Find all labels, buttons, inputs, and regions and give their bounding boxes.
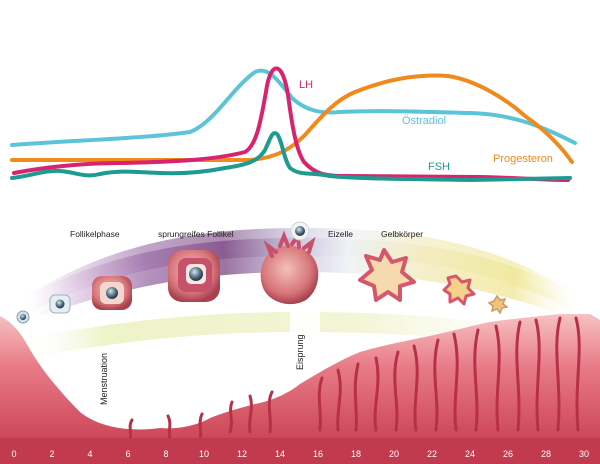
day-tick-label: 4 [87, 449, 92, 459]
follicle-1 [16, 310, 30, 324]
day-tick-label: 28 [541, 449, 551, 459]
menstruation-label: Menstruation [99, 353, 109, 405]
day-tick-label: 22 [427, 449, 437, 459]
day-tick-label: 6 [125, 449, 130, 459]
ovary-band-upper [20, 228, 585, 302]
progesteron-label: Progesteron [493, 153, 553, 165]
purple-band-fill [25, 250, 580, 322]
oestradiol-label: Östradiol [402, 115, 446, 127]
day-tick-label: 20 [389, 449, 399, 459]
day-tick-label: 30 [579, 449, 589, 459]
follicle-3 [92, 276, 132, 310]
day-tick-label: 10 [199, 449, 209, 459]
follicle-sequence [16, 221, 509, 324]
day-tick-label: 12 [237, 449, 247, 459]
fsh-label: FSH [428, 161, 450, 173]
lower-band [20, 312, 585, 360]
gelbkoerper-medium [442, 274, 476, 306]
follikelphase-label: Follikelphase [70, 229, 120, 239]
follicle-2 [49, 294, 71, 314]
progesteron-curve [10, 73, 574, 164]
day-tick-label: 16 [313, 449, 323, 459]
day-tick-label: 18 [351, 449, 361, 459]
gelbkoerper-small [487, 294, 509, 315]
day-tick-label: 2 [49, 449, 54, 459]
fsh-curve [10, 131, 572, 183]
follicle-4 [168, 250, 220, 302]
eizelle-label: Eizelle [328, 229, 353, 239]
lh-label: LH [299, 79, 313, 91]
eisprung-label: Eisprung [295, 334, 305, 370]
ovulating-follicle [260, 221, 319, 305]
lh-curve [12, 66, 570, 182]
day-tick-label: 8 [163, 449, 168, 459]
day-tick-label: 14 [275, 449, 285, 459]
day-tick-label: 26 [503, 449, 513, 459]
gelbkoerper-label: Gelbkörper [381, 229, 423, 239]
ovary-band [20, 238, 585, 318]
endometrium [0, 314, 600, 464]
gland-folds [128, 316, 581, 442]
tissue-base-band [0, 438, 600, 464]
hormone-curves [10, 66, 577, 183]
day-tick-label: 0 [11, 449, 16, 459]
gelbkoerper-large [358, 248, 416, 302]
oestradiol-curve [10, 68, 577, 147]
day-tick-label: 24 [465, 449, 475, 459]
sprungreifes-follikel-label: sprungreifes Follikel [158, 229, 234, 239]
endometrium-body [0, 314, 600, 464]
